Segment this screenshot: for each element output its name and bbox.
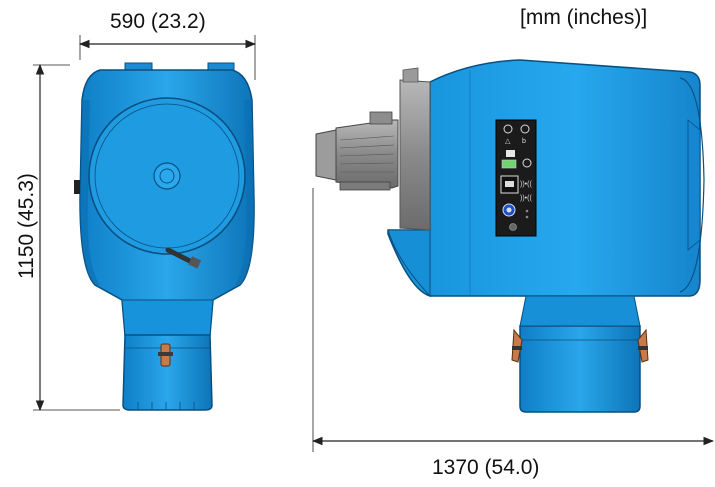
svg-text:))•((: ))•(( [520,181,532,188]
width-dimension-line [78,35,257,80]
height-dimension-label: 1150 (45.3) [15,173,38,279]
units-note: [mm (inches)] [520,6,648,29]
length-dimension-line [311,188,715,452]
svg-text:b: b [522,138,526,145]
height-dimension-line [33,63,120,412]
motor [315,111,399,191]
side-view-burner: △ b ))•(( ))•(( [315,59,705,413]
length-dimension-label: 1370 (54.0) [432,456,540,479]
control-panel: △ b ))•(( ))•(( [495,119,537,237]
front-view-burner [74,62,255,411]
svg-text:))•((: ))•(( [520,195,532,202]
svg-text:△: △ [505,138,511,145]
width-dimension-label: 590 (23.2) [110,10,206,33]
